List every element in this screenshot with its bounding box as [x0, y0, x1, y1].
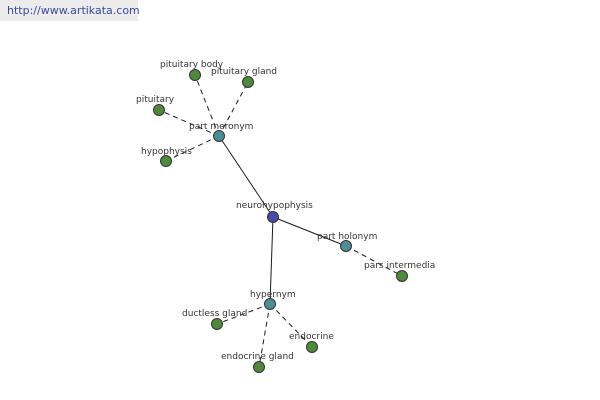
label-neurohypophysis: neurohypophysis	[236, 201, 313, 211]
edge-part-meronym-to-pituitary	[158, 109, 220, 137]
label-pars-intermedia: pars intermedia	[364, 261, 435, 271]
node-hypernym[interactable]	[264, 298, 276, 310]
node-pituitary-body[interactable]	[189, 69, 201, 81]
node-endocrine-gland[interactable]	[253, 361, 265, 373]
label-endocrine-gland: endocrine gland	[221, 352, 294, 362]
edges-layer	[158, 74, 403, 368]
edge-hypernym-to-endocrine	[269, 303, 313, 348]
label-part-meronym: part meronym	[189, 122, 253, 132]
edge-neurohypophysis-to-part-holonym	[272, 216, 347, 247]
node-pituitary-gland[interactable]	[242, 76, 254, 88]
edge-part-meronym-to-hypophysis	[165, 135, 220, 162]
edge-part-meronym-to-pituitary-body	[194, 74, 220, 137]
nodes-layer	[153, 69, 408, 373]
edge-part-meronym-to-pituitary-gland	[218, 81, 249, 137]
label-hypophysis: hypophysis	[141, 147, 192, 157]
edge-hypernym-to-endocrine-gland	[258, 303, 271, 368]
node-neurohypophysis[interactable]	[267, 211, 279, 223]
node-endocrine[interactable]	[306, 341, 318, 353]
node-ductless-gland[interactable]	[211, 318, 223, 330]
labels-layer: neurohypophysis part meronym part holonym h…	[136, 60, 435, 362]
edge-part-holonym-to-pars-intermedia	[345, 245, 403, 277]
label-pituitary-body: pituitary body	[160, 60, 224, 70]
node-part-meronym[interactable]	[213, 130, 225, 142]
label-pituitary: pituitary	[136, 95, 175, 105]
node-part-holonym[interactable]	[340, 240, 352, 252]
label-pituitary-gland: pituitary gland	[211, 67, 277, 77]
edge-neurohypophysis-to-part-meronym	[218, 135, 274, 218]
edge-hypernym-to-ductless-gland	[216, 303, 271, 325]
label-endocrine: endocrine	[289, 332, 334, 342]
edge-neurohypophysis-to-hypernym	[269, 216, 274, 305]
label-ductless-gland: ductless gland	[182, 309, 247, 319]
node-hypophysis[interactable]	[160, 155, 172, 167]
label-part-holonym: part holonym	[317, 232, 377, 242]
node-pars-intermedia[interactable]	[396, 270, 408, 282]
node-pituitary[interactable]	[153, 104, 165, 116]
watermark-link[interactable]: http://www.artikata.com	[0, 0, 140, 21]
label-hypernym: hypernym	[250, 290, 296, 300]
